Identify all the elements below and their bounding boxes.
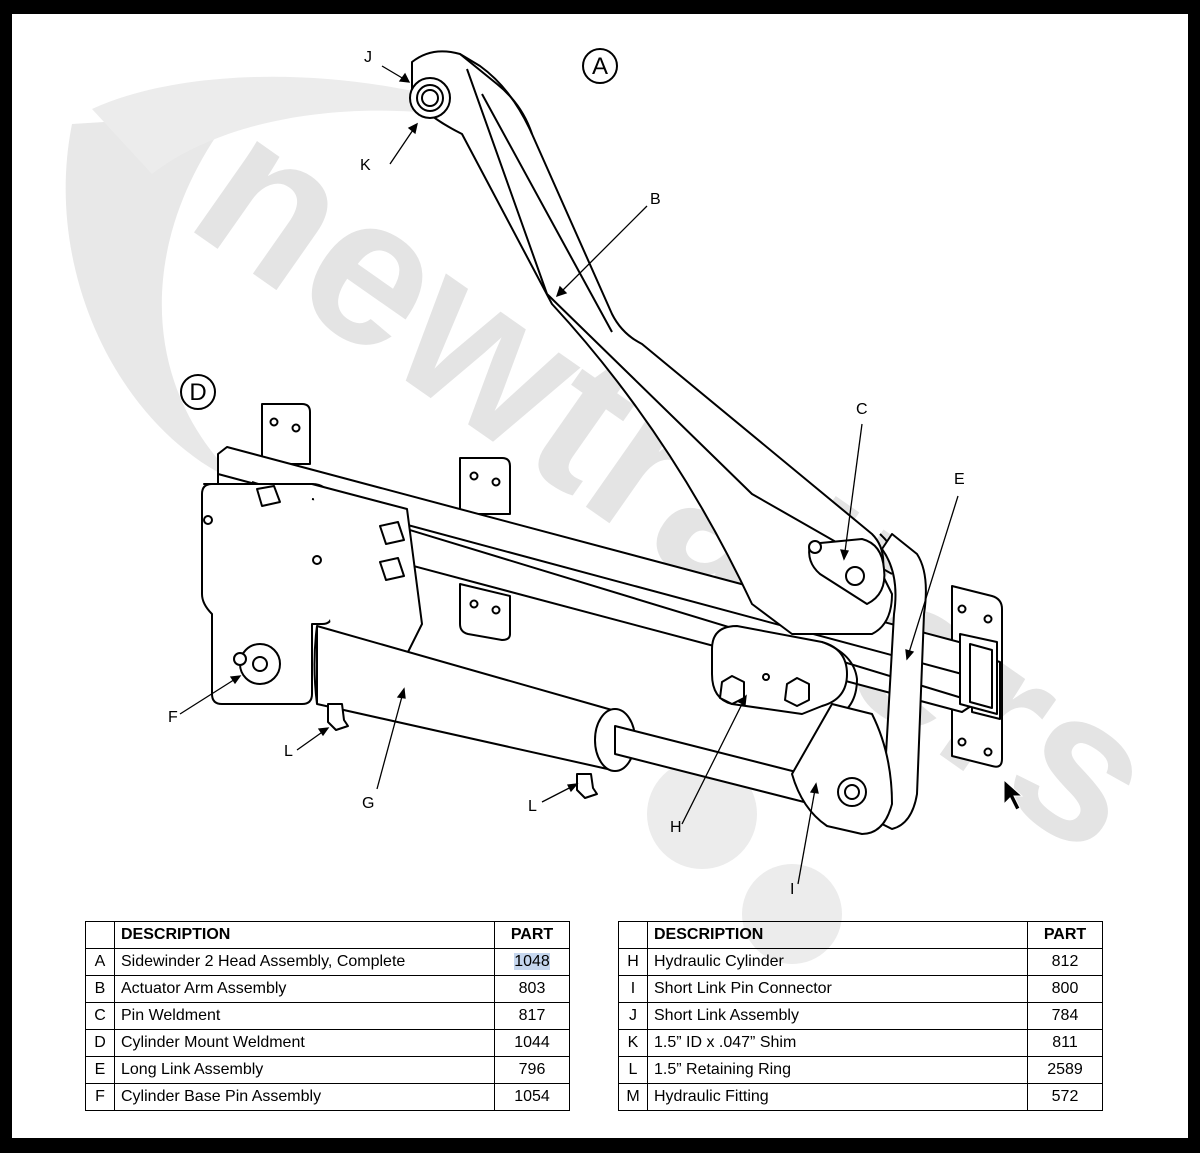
callout-j: J [364, 49, 372, 66]
exploded-assembly-drawing: A D J K B C E F L G L H I [168, 48, 1024, 898]
row-letter: C [85, 1002, 115, 1030]
row-description: Hydraulic Cylinder [647, 948, 1028, 976]
mount-tab-top-middle [459, 457, 511, 515]
row-letter: F [85, 1083, 115, 1111]
table-row: M Hydraulic Fitting 572 [618, 1083, 1103, 1111]
mouse-cursor-icon [1003, 778, 1024, 811]
row-description: Actuator Arm Assembly [114, 975, 495, 1003]
header-description: DESCRIPTION [647, 921, 1028, 949]
row-description: Short Link Pin Connector [647, 975, 1028, 1003]
row-description: Cylinder Mount Weldment [114, 1029, 495, 1057]
row-letter: D [85, 1029, 115, 1057]
row-description: Hydraulic Fitting [647, 1083, 1028, 1111]
row-part-number: 803 [494, 975, 570, 1003]
callout-b: B [650, 191, 661, 208]
table-row: F Cylinder Base Pin Assembly 1054 [85, 1083, 570, 1111]
callout-i: I [790, 881, 794, 898]
table-row: J Short Link Assembly 784 [618, 1002, 1103, 1030]
row-letter: H [618, 948, 648, 976]
document-page: newtrailers [12, 14, 1188, 1138]
row-part-number: 811 [1027, 1029, 1103, 1057]
callout-f: F [168, 709, 178, 726]
row-description: Short Link Assembly [647, 1002, 1028, 1030]
parts-table-right: DESCRIPTION PART H Hydraulic Cylinder 81… [618, 921, 1103, 1111]
header-letter [618, 921, 648, 949]
row-description: Long Link Assembly [114, 1056, 495, 1084]
table-header-row: DESCRIPTION PART [85, 921, 570, 949]
row-letter: B [85, 975, 115, 1003]
callout-c: C [856, 401, 868, 418]
table-row: K 1.5” ID x .047” Shim 811 [618, 1029, 1103, 1057]
row-part-number: 784 [1027, 1002, 1103, 1030]
callout-l-left: L [284, 743, 293, 760]
table-row: D Cylinder Mount Weldment 1044 [85, 1029, 570, 1057]
header-part: PART [494, 921, 570, 949]
row-letter: E [85, 1056, 115, 1084]
table-row: E Long Link Assembly 796 [85, 1056, 570, 1084]
mount-tab-bottom-middle [459, 583, 511, 641]
row-description: 1.5” ID x .047” Shim [647, 1029, 1028, 1057]
callout-l-right: L [528, 798, 537, 815]
row-description: Pin Weldment [114, 1002, 495, 1030]
row-part-number: 800 [1027, 975, 1103, 1003]
hydraulic-cylinder [316, 625, 613, 771]
row-letter: M [618, 1083, 648, 1111]
row-part-number: 817 [494, 1002, 570, 1030]
table-row: L 1.5” Retaining Ring 2589 [618, 1056, 1103, 1084]
table-row: A Sidewinder 2 Head Assembly, Complete 1… [85, 948, 570, 976]
row-part-number: 1048 [494, 948, 570, 976]
row-part-number: 812 [1027, 948, 1103, 976]
table-row: I Short Link Pin Connector 800 [618, 975, 1103, 1003]
row-part-number: 2589 [1027, 1056, 1103, 1084]
table-header-row: DESCRIPTION PART [618, 921, 1103, 949]
long-link [881, 533, 927, 830]
header-description: DESCRIPTION [114, 921, 495, 949]
mount-tab-top-left [261, 403, 311, 465]
table-row: B Actuator Arm Assembly 803 [85, 975, 570, 1003]
table-row: C Pin Weldment 817 [85, 1002, 570, 1030]
label-assembly-d: D [189, 379, 206, 406]
row-part-number: 796 [494, 1056, 570, 1084]
row-letter: A [85, 948, 115, 976]
row-part-number: 572 [1027, 1083, 1103, 1111]
row-description: 1.5” Retaining Ring [647, 1056, 1028, 1084]
header-part: PART [1027, 921, 1103, 949]
row-part-number: 1044 [494, 1029, 570, 1057]
header-letter [85, 921, 115, 949]
row-description: Cylinder Base Pin Assembly [114, 1083, 495, 1111]
callout-k: K [360, 157, 371, 174]
row-letter: L [618, 1056, 648, 1084]
row-letter: K [618, 1029, 648, 1057]
table-row: H Hydraulic Cylinder 812 [618, 948, 1103, 976]
label-assembly-a: A [592, 53, 608, 80]
row-letter: I [618, 975, 648, 1003]
row-letter: J [618, 1002, 648, 1030]
row-part-number: 1054 [494, 1083, 570, 1111]
row-description: Sidewinder 2 Head Assembly, Complete [114, 948, 495, 976]
selected-part-number[interactable]: 1048 [514, 953, 550, 970]
callout-h: H [670, 819, 682, 836]
callout-e: E [954, 471, 965, 488]
callout-g: G [362, 795, 374, 812]
parts-table-left: DESCRIPTION PART A Sidewinder 2 Head Ass… [85, 921, 570, 1111]
short-link-pin-connector [791, 703, 893, 835]
